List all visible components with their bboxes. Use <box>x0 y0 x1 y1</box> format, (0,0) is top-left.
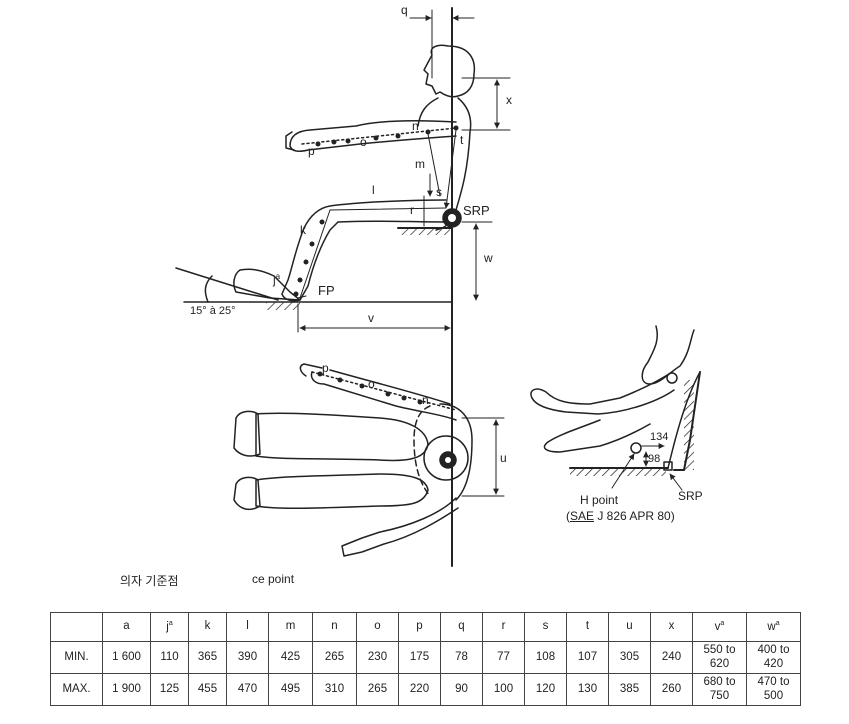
header-cell: s <box>524 612 567 642</box>
table-cell: 175 <box>398 641 441 674</box>
label-p-top: p <box>322 361 329 375</box>
table-cell: 455 <box>188 673 227 706</box>
inset-label-98: 98 <box>648 453 661 465</box>
table-cell: 390 <box>226 641 269 674</box>
inset-label-sae: (SAE J 826 APR 80) <box>566 509 675 523</box>
label-q: q <box>401 3 408 17</box>
header-cell: m <box>268 612 313 642</box>
label-n-top: n <box>422 393 429 407</box>
table-cell: 680 to 750 <box>692 673 747 706</box>
caption-english-fragment: ce point <box>252 572 295 586</box>
table-cell: 108 <box>524 641 567 674</box>
header-cell: wa <box>746 612 801 642</box>
header-cell: l <box>226 612 269 642</box>
header-cell-blank <box>50 612 103 642</box>
table-cell: 220 <box>398 673 441 706</box>
dimensions-table: a ja k l m n o p q r s t u x va wa MIN. … <box>50 612 801 706</box>
header-cell: n <box>312 612 357 642</box>
label-m: m <box>415 157 425 171</box>
table-row-max: MAX. 1 900 125 455 470 495 310 265 220 9… <box>50 673 801 706</box>
table-cell: 260 <box>650 673 693 706</box>
label-u: u <box>500 451 507 465</box>
header-cell: u <box>608 612 651 642</box>
label-n-side: n <box>412 119 419 133</box>
inset-label-134: 134 <box>650 431 669 443</box>
header-cell: p <box>398 612 441 642</box>
table-row-min: MIN. 1 600 110 365 390 425 265 230 175 7… <box>50 641 801 674</box>
label-x: x <box>506 93 512 107</box>
table-cell: 470 <box>226 673 269 706</box>
table-cell: 230 <box>356 641 399 674</box>
row-label: MAX. <box>50 673 103 706</box>
header-cell: x <box>650 612 693 642</box>
table-cell: 100 <box>482 673 525 706</box>
caption-korean: 의자 기준점 <box>120 574 179 588</box>
label-o-side: o <box>360 135 367 149</box>
table-cell: 550 to 620 <box>692 641 747 674</box>
table-cell: 1 900 <box>102 673 151 706</box>
label-o-top: o <box>368 377 375 391</box>
table-cell: 77 <box>482 641 525 674</box>
table-cell: 495 <box>268 673 313 706</box>
table-cell: 425 <box>268 641 313 674</box>
table-cell: 305 <box>608 641 651 674</box>
label-r: r <box>410 203 414 217</box>
table-cell: 110 <box>150 641 189 674</box>
label-srp: SRP <box>463 203 490 218</box>
label-t: t <box>460 133 464 147</box>
header-cell: t <box>566 612 609 642</box>
table-cell: 400 to 420 <box>746 641 801 674</box>
table-header-row: a ja k l m n o p q r s t u x va wa <box>50 612 801 642</box>
header-cell: va <box>692 612 747 642</box>
label-w: w <box>484 251 493 265</box>
table-cell: 90 <box>440 673 483 706</box>
table-cell: 125 <box>150 673 189 706</box>
label-k: k <box>300 223 306 237</box>
table-cell: 365 <box>188 641 227 674</box>
table-cell: 130 <box>566 673 609 706</box>
table-cell: 240 <box>650 641 693 674</box>
table-cell: 470 to 500 <box>746 673 801 706</box>
row-label: MIN. <box>50 641 103 674</box>
table-cell: 265 <box>312 641 357 674</box>
table-cell: 310 <box>312 673 357 706</box>
table-cell: 1 600 <box>102 641 151 674</box>
label-angle: 15° à 25° <box>190 305 236 317</box>
inset-label-srp: SRP <box>678 489 703 503</box>
header-cell: ja <box>150 612 189 642</box>
header-cell: o <box>356 612 399 642</box>
header-cell: r <box>482 612 525 642</box>
header-cell: q <box>440 612 483 642</box>
label-v: v <box>368 311 374 325</box>
table-cell: 265 <box>356 673 399 706</box>
label-p-side: p <box>308 144 315 158</box>
inset-label-h-point: H point <box>580 493 619 507</box>
label-s: s <box>436 185 442 199</box>
table-cell: 78 <box>440 641 483 674</box>
label-fp: FP <box>318 283 335 298</box>
table-cell: 107 <box>566 641 609 674</box>
label-l: l <box>372 183 375 197</box>
header-cell: k <box>188 612 227 642</box>
header-cell: a <box>102 612 151 642</box>
table-cell: 385 <box>608 673 651 706</box>
seated-mannequin-diagram <box>175 7 701 567</box>
table-cell: 120 <box>524 673 567 706</box>
label-j: ja <box>273 272 281 287</box>
